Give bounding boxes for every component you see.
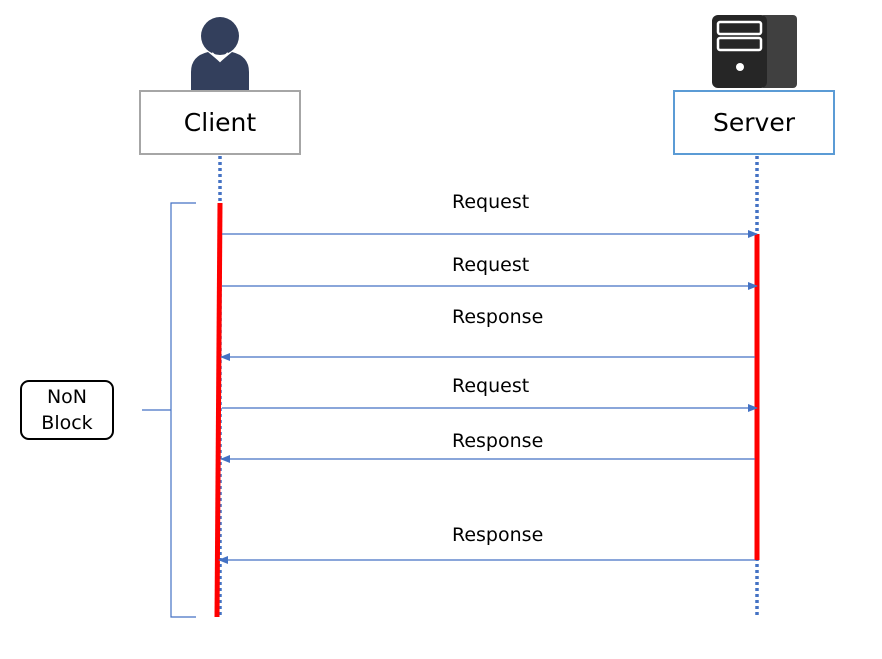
- user-icon: [191, 17, 249, 90]
- non-block-bracket: [142, 202, 196, 618]
- message-label-4: Request: [452, 375, 530, 397]
- message-label-3: Response: [452, 306, 544, 328]
- non-block-annotation: NoN Block: [20, 380, 114, 440]
- message-label-2: Request: [452, 254, 530, 276]
- server-participant-box: Server: [673, 90, 835, 155]
- message-label-5: Response: [452, 430, 544, 452]
- message-label-6: Response: [452, 524, 544, 546]
- client-activation-bar: [214, 202, 223, 618]
- server-icon: [712, 15, 797, 88]
- message-label-1: Request: [452, 191, 530, 213]
- non-block-line-1: NoN: [46, 386, 88, 408]
- client-label: Client: [183, 108, 257, 137]
- server-label: Server: [713, 108, 795, 137]
- non-block-line-2: Block: [41, 412, 93, 434]
- client-participant-box: Client: [139, 90, 301, 155]
